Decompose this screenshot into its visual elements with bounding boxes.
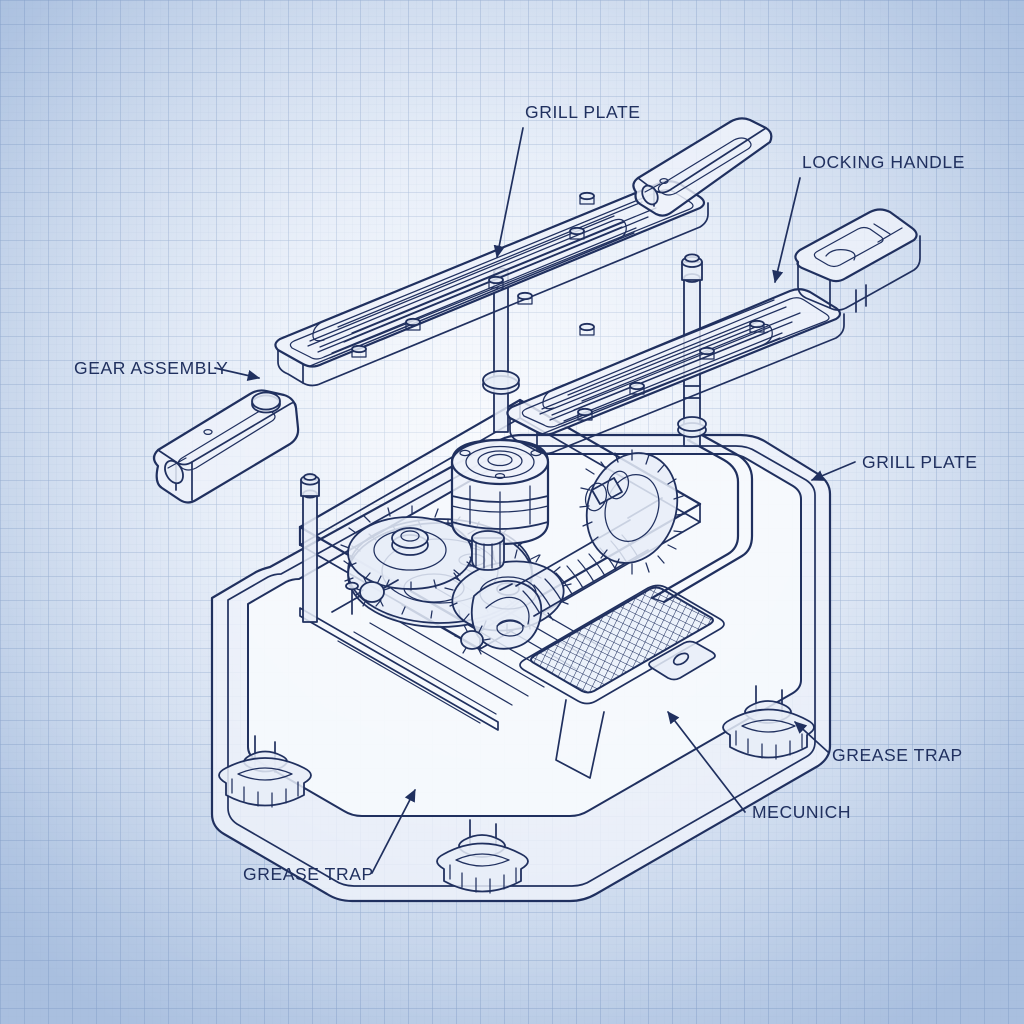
leader-line-grease-trap-right [794,721,829,753]
gear-crown-right [579,449,686,575]
label-grill-plate-right: GRILL PLATE [862,452,978,472]
part-handle-right-block [794,208,921,313]
leader-line-mechanism [667,711,746,813]
part-handle-upper-right [632,117,773,217]
grill-studs-upper [351,191,595,358]
grill-studs-lower [577,319,765,421]
guide-post-left [300,473,320,623]
foot-left [218,735,312,808]
label-mechanism: MECUNICH [752,802,851,822]
leader-line-grill-plate-top [493,127,524,259]
label-grease-trap-left: GREASE TRAP [243,864,374,884]
leader-line-gear-assembly [214,367,261,382]
label-gear-assembly: GEAR ASSEMBLY [74,358,228,378]
grill-ridges-lower [539,299,801,435]
gear-pinion-front [454,624,491,655]
drip-grate-mesh [519,584,725,705]
leader-line-grease-trap-left [371,788,416,874]
gear-spur-upper-left [340,505,481,591]
leader-lines [214,127,856,874]
foot-right [722,685,815,760]
shaft-left [345,581,359,615]
tray-latch-tab [648,640,716,681]
label-grill-plate-top: GRILL PLATE [525,102,641,122]
label-locking-handle: LOCKING HANDLE [802,152,965,172]
label-grease-trap-right: GREASE TRAP [832,745,963,765]
crown-hub [584,470,630,512]
leader-line-grill-plate-right [810,461,856,481]
part-handle-left [152,389,300,504]
gear-pinion-left [331,575,399,613]
foot-center [436,819,529,894]
part-grill-plate-lower [506,288,845,455]
motor-output-pinion [471,530,505,571]
leader-line-locking-handle [772,177,801,284]
grill-ridges-upper [307,194,657,367]
part-feet [218,685,815,894]
part-gear-train [331,449,686,655]
part-grill-plate-upper [274,180,709,387]
part-drive-motor [450,438,550,571]
